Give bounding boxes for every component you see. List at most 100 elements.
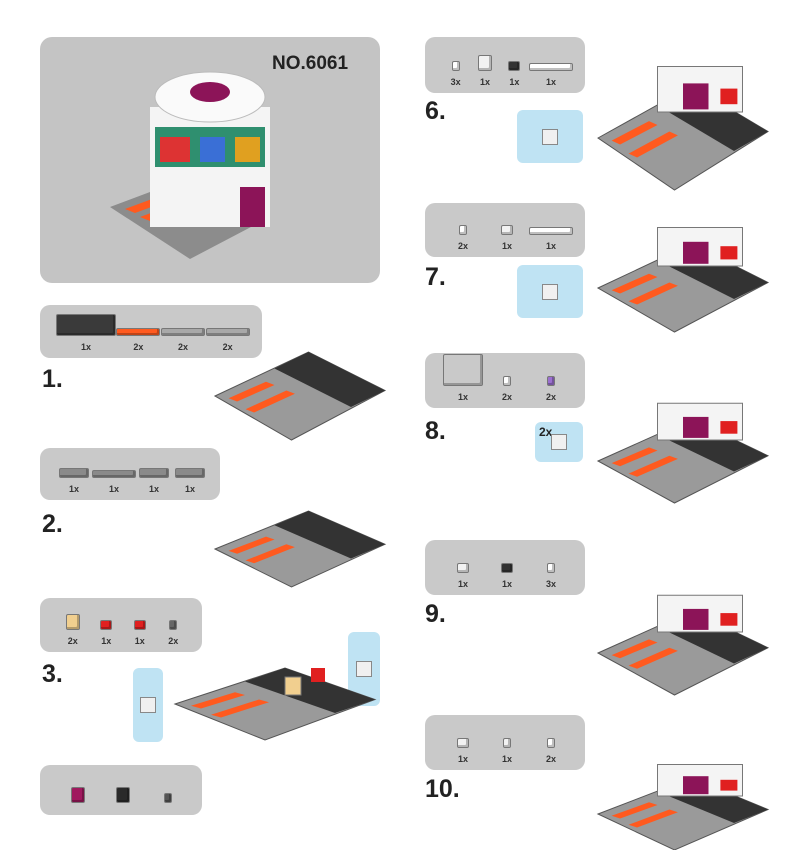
lego-part-icon: [65, 614, 80, 630]
step-number: 1.: [42, 365, 63, 393]
sub-assembly-icon: [140, 697, 156, 713]
part-item: 2x: [161, 305, 206, 352]
part-item: 3x: [529, 540, 573, 589]
part-count: 1x: [80, 342, 91, 352]
lego-part-icon: [71, 787, 86, 803]
lego-part-icon: [457, 563, 469, 573]
step-number: 10.: [425, 775, 460, 803]
part-count: 1x: [134, 636, 145, 646]
lego-part-icon: [529, 227, 573, 235]
lego-part-icon: [477, 55, 492, 71]
step-assembly-image: [213, 351, 387, 441]
part-count: 3x: [545, 579, 556, 589]
part-count: 1x: [184, 484, 195, 494]
step-number: 7.: [425, 263, 446, 291]
parts-list-step-6: 2x 1x 1x: [425, 203, 585, 257]
parts-list-step-7: 1x 2x 2x: [425, 353, 585, 408]
parts-list-step-4: [40, 765, 202, 815]
part-count: 1x: [501, 579, 512, 589]
part-item: 1x: [136, 448, 172, 494]
step-number: 2.: [42, 510, 63, 538]
lego-part-icon: [205, 328, 250, 336]
part-item: 2x: [157, 598, 191, 646]
part-item: 2x: [441, 203, 485, 251]
part-item: 1x: [485, 715, 529, 764]
part-count: 2x: [133, 342, 144, 352]
part-item: 2x: [116, 305, 161, 352]
lego-part-icon: [508, 61, 521, 71]
part-count: 1x: [108, 484, 119, 494]
part-item: 1x: [470, 37, 499, 87]
step-number: 8.: [425, 417, 446, 445]
part-item: 3x: [441, 37, 470, 87]
part-count: 1x: [501, 754, 512, 764]
sub-assembly-callout: [133, 668, 163, 742]
lego-part-icon: [139, 468, 169, 478]
part-count: 2x: [545, 754, 556, 764]
lego-part-icon: [100, 620, 113, 630]
part-item: 1x: [92, 448, 136, 494]
part-item: 1x: [123, 598, 157, 646]
lego-part-icon: [175, 468, 205, 478]
cover-panel: NO.6061: [40, 37, 380, 283]
step-assembly-image: [596, 764, 770, 850]
lego-part-icon: [459, 225, 467, 235]
parts-list-step-8: 1x 1x 3x: [425, 540, 585, 595]
part-count: 1x: [545, 241, 556, 251]
part-item: 1x: [485, 540, 529, 589]
step-number: 6.: [425, 97, 446, 125]
part-item: 1x: [485, 203, 529, 251]
lego-part-icon: [161, 328, 205, 336]
part-count: 1x: [457, 579, 468, 589]
callout-count: 2x: [539, 425, 553, 439]
lego-part-icon: [501, 563, 513, 573]
part-count: 2x: [457, 241, 468, 251]
part-item: 1x: [441, 715, 485, 764]
part-item: 2x: [205, 305, 250, 352]
part-count: 2x: [168, 636, 179, 646]
part-item: 1x: [441, 540, 485, 589]
part-item: 2x: [529, 715, 573, 764]
lego-part-icon: [501, 225, 513, 235]
sub-assembly-callout: 2x: [535, 422, 583, 462]
step-assembly-image: [597, 66, 769, 191]
lego-part-icon: [503, 738, 511, 748]
part-count: 1x: [68, 484, 79, 494]
sub-assembly-callout: [517, 265, 583, 318]
lego-part-icon: [457, 738, 469, 748]
part-count: 1x: [457, 392, 468, 402]
step-assembly-image: [596, 594, 770, 696]
sub-assembly-callout: [517, 110, 583, 163]
sub-assembly-icon: [542, 283, 558, 300]
part-item: 2x: [529, 353, 573, 402]
step-assembly-image: [596, 227, 770, 333]
part-item: 1x: [56, 448, 92, 494]
part-item: 1x: [528, 37, 573, 87]
part-item: [56, 765, 101, 809]
lego-part-icon: [443, 354, 483, 386]
lego-part-icon: [169, 620, 178, 630]
part-item: 1x: [500, 37, 529, 87]
finished-model-image: [110, 71, 270, 259]
part-count: 2x: [501, 392, 512, 402]
lego-part-icon: [163, 793, 172, 803]
lego-part-icon: [59, 468, 89, 478]
sub-assembly-icon: [356, 661, 372, 677]
part-item: 1x: [56, 305, 116, 352]
lego-part-icon: [528, 63, 573, 71]
lego-part-icon: [503, 376, 511, 386]
lego-part-icon: [451, 61, 460, 71]
part-count: 1x: [501, 241, 512, 251]
sub-assembly-icon: [551, 434, 567, 450]
parts-list-step-9: 1x 1x 2x: [425, 715, 585, 770]
part-count: 3x: [450, 77, 461, 87]
part-count: 2x: [178, 342, 189, 352]
part-count: 1x: [457, 754, 468, 764]
step-assembly-image: [173, 667, 377, 741]
lego-part-icon: [547, 376, 555, 386]
part-item: 1x: [529, 203, 573, 251]
lego-part-icon: [547, 563, 555, 573]
part-count: 2x: [545, 392, 556, 402]
